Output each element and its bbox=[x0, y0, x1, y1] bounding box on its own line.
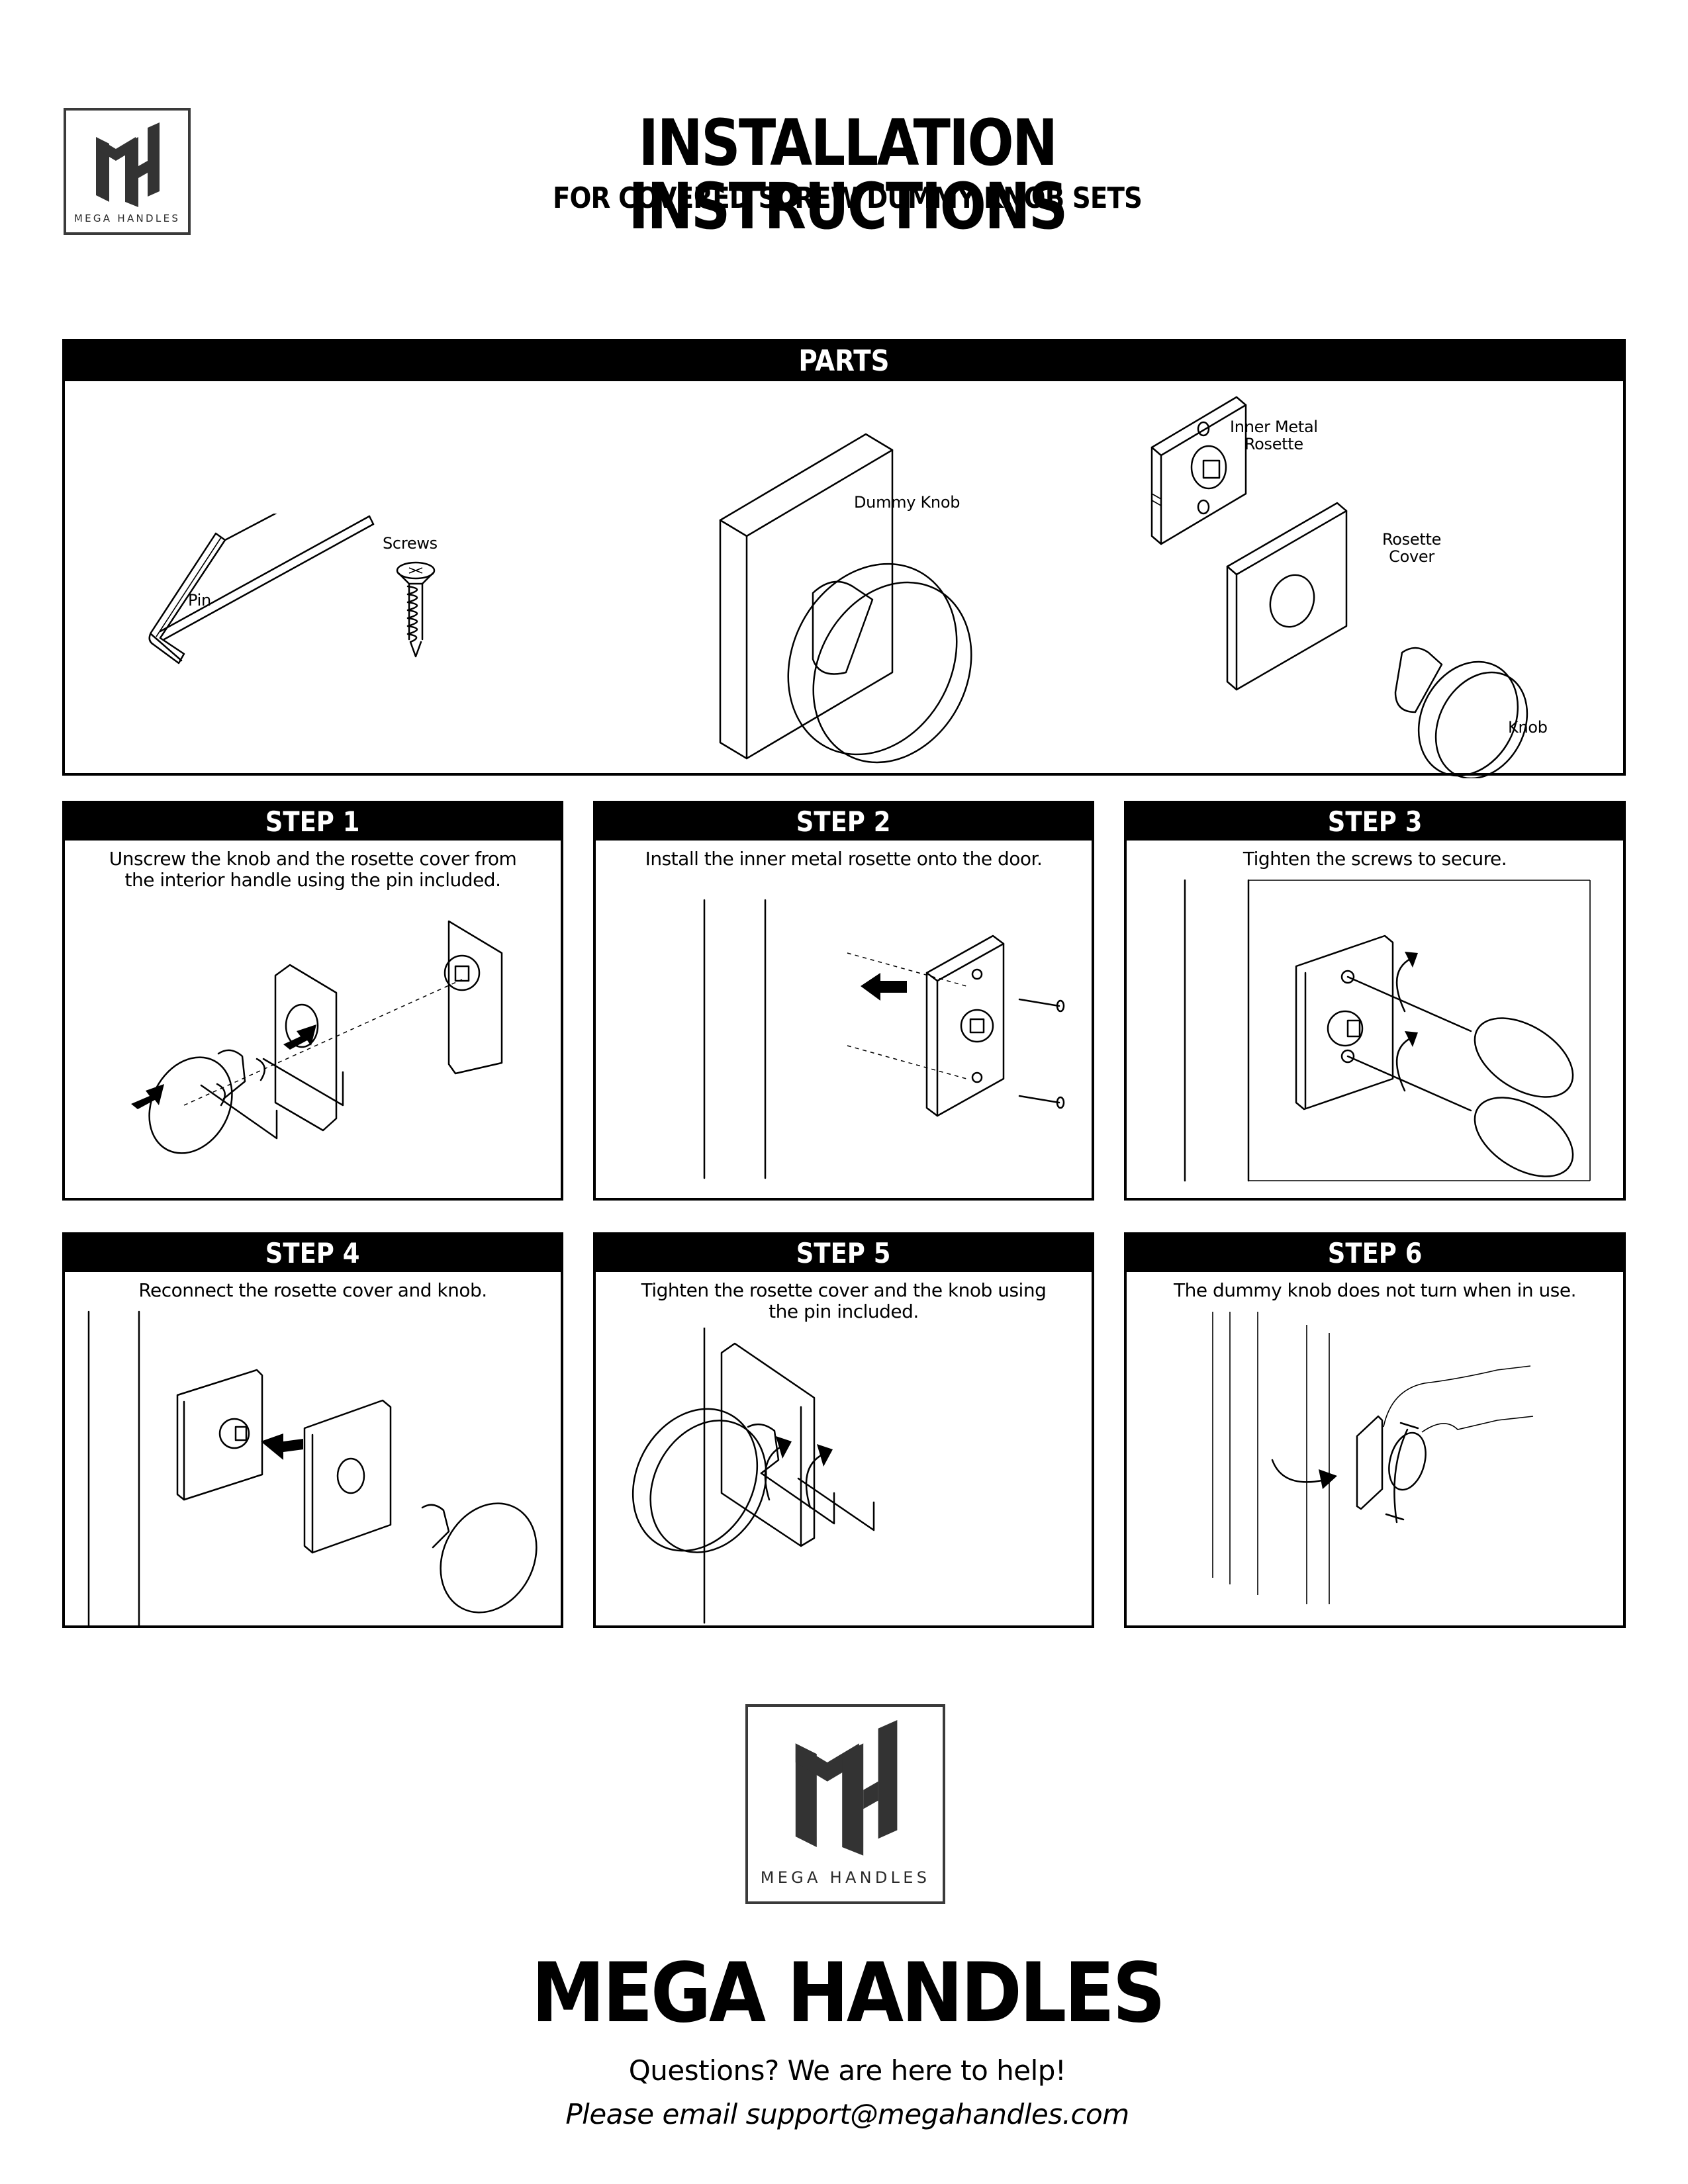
support-email-text[interactable]: Please email support@megahandles.com bbox=[565, 2098, 1129, 2130]
hex-key-icon bbox=[148, 514, 375, 664]
arrow-left-icon bbox=[861, 973, 907, 1001]
step-6-illustration bbox=[1212, 1312, 1534, 1604]
mh-monogram-icon bbox=[795, 1720, 898, 1856]
screw-icon bbox=[1018, 998, 1065, 1109]
step-6-panel: STEP 6 The dummy knob does not turn when… bbox=[1124, 1232, 1626, 1628]
part-label-dummy-knob: Dummy Knob bbox=[854, 493, 961, 512]
page-subtitle: FOR COVERED SCREW DUMMY KNOB SETS bbox=[552, 181, 1143, 215]
step-3-description: Tighten the screws to secure. bbox=[1243, 848, 1507, 870]
step-4-heading: STEP 4 bbox=[65, 1235, 561, 1272]
mh-monogram-icon bbox=[96, 122, 160, 207]
step-3-illustration bbox=[1184, 879, 1591, 1182]
step-1-description: Unscrew the knob and the rosette cover f… bbox=[109, 848, 517, 891]
step-1-heading: STEP 1 bbox=[65, 803, 561, 841]
knob-icon bbox=[1394, 647, 1528, 778]
step-4-panel: STEP 4 Reconnect the rosette cover and k… bbox=[62, 1232, 563, 1628]
step-5-panel: STEP 5 Tighten the rosette cover and the… bbox=[593, 1232, 1094, 1628]
step-6-description: The dummy knob does not turn when in use… bbox=[1174, 1279, 1576, 1301]
step-4-description: Reconnect the rosette cover and knob. bbox=[138, 1279, 487, 1301]
step-5-illustration bbox=[632, 1328, 875, 1624]
arrow-left-icon bbox=[283, 1024, 316, 1050]
step-2-description: Install the inner metal rosette onto the… bbox=[645, 848, 1043, 870]
footer-logo-wordmark: MEGA HANDLES bbox=[760, 1868, 931, 1887]
brand-logo: MEGA HANDLES bbox=[64, 108, 191, 235]
rosette-cover-icon bbox=[1226, 502, 1348, 691]
dummy-knob-icon bbox=[719, 433, 972, 764]
logo-wordmark: MEGA HANDLES bbox=[73, 212, 181, 224]
step-5-heading: STEP 5 bbox=[596, 1235, 1092, 1272]
step-3-panel: STEP 3 Tighten the screws to secure. bbox=[1124, 801, 1626, 1201]
page-title: INSTALLATION INSTRUCTIONS bbox=[628, 106, 1068, 244]
step-2-panel: STEP 2 Install the inner metal rosette o… bbox=[593, 801, 1094, 1201]
step-3-heading: STEP 3 bbox=[1127, 803, 1623, 841]
inner-rosette-icon bbox=[1150, 396, 1247, 545]
step-4-illustration bbox=[87, 1310, 538, 1627]
part-label-screws: Screws bbox=[383, 534, 438, 553]
step-2-heading: STEP 2 bbox=[596, 803, 1092, 841]
parts-heading: PARTS bbox=[65, 341, 1623, 381]
arrow-left-icon bbox=[131, 1084, 164, 1109]
step-1-panel: STEP 1 Unscrew the knob and the rosette … bbox=[62, 801, 563, 1201]
step-2-illustration bbox=[703, 899, 1065, 1179]
parts-panel: PARTS Pin Screws Dummy Knob bbox=[62, 339, 1626, 778]
footer-brand-name: MEGA HANDLES bbox=[531, 1946, 1166, 2041]
arrow-right-icon bbox=[1319, 1469, 1337, 1489]
step-6-heading: STEP 6 bbox=[1127, 1235, 1623, 1272]
footer-brand-logo: MEGA HANDLES bbox=[745, 1704, 945, 1904]
screw-icon bbox=[396, 561, 436, 658]
step-1-illustration bbox=[131, 920, 503, 1154]
arrow-left-icon bbox=[261, 1433, 303, 1460]
help-text: Questions? We are here to help! bbox=[628, 2054, 1066, 2087]
step-5-description: Tighten the rosette cover and the knob u… bbox=[641, 1279, 1047, 1322]
